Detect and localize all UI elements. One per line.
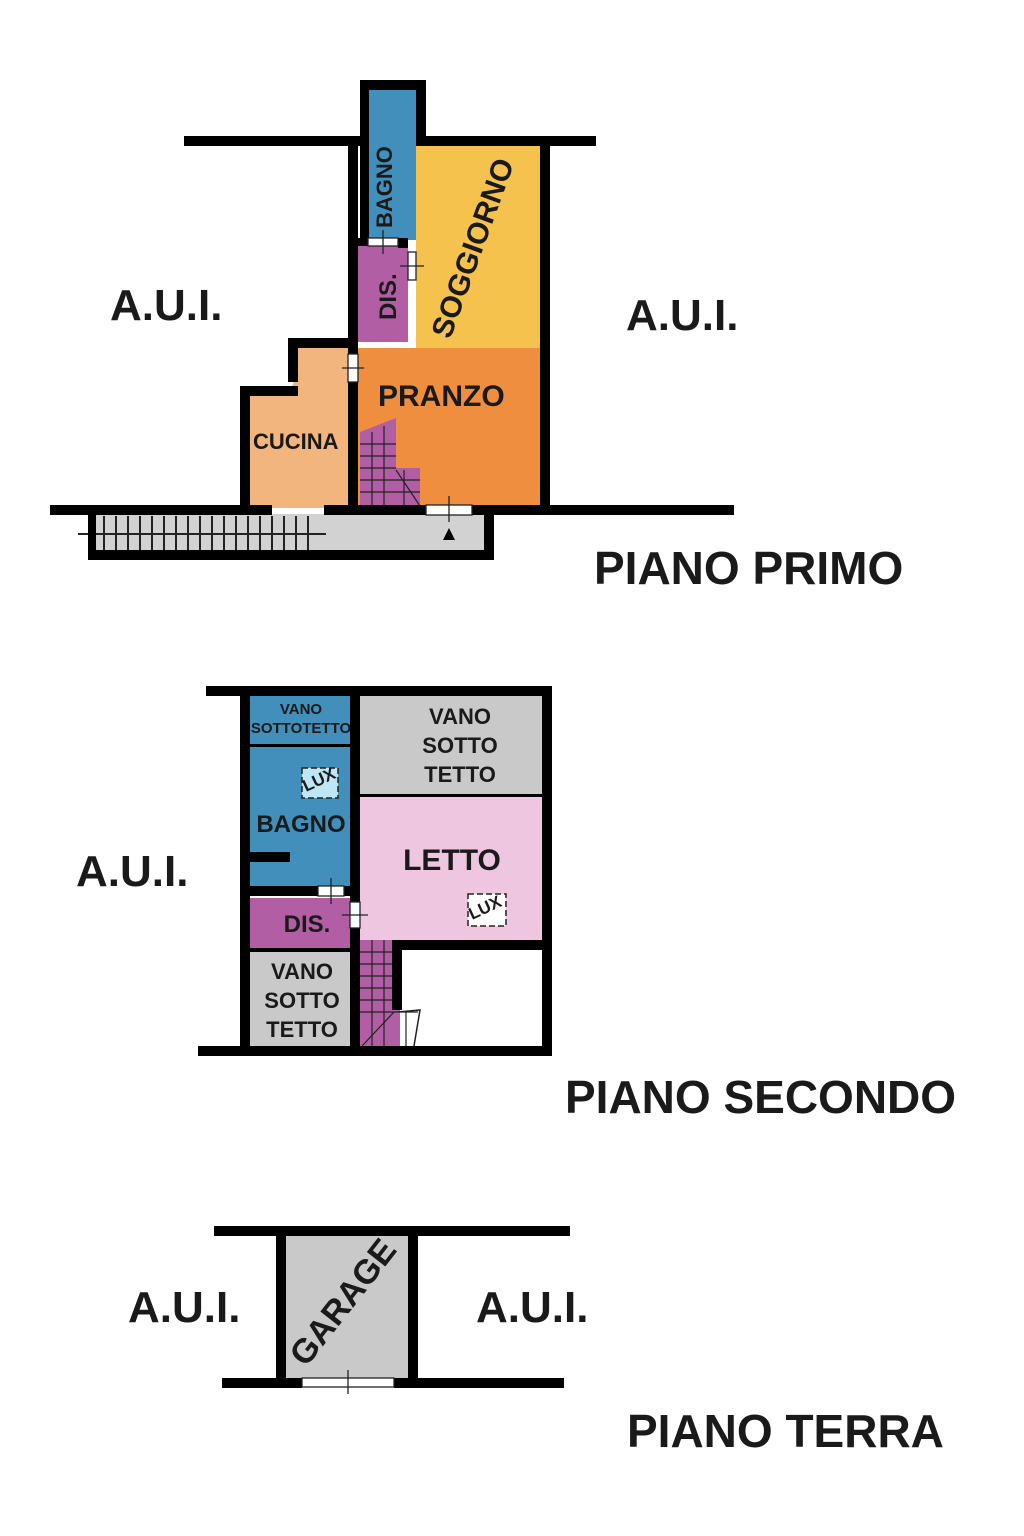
garage-room bbox=[286, 1234, 410, 1378]
piano-secondo-title: PIANO SECONDO bbox=[565, 1071, 956, 1123]
vano-bottom-label-2: SOTTO bbox=[264, 988, 339, 1013]
letto-room bbox=[360, 796, 542, 940]
vano-top-label-3: TETTO bbox=[424, 762, 496, 787]
bagno-label: BAGNO bbox=[372, 146, 397, 228]
vano-small-label-2: SOTTOTETTO bbox=[251, 720, 352, 737]
walls-terra bbox=[214, 1226, 570, 1388]
stair-treads-primo bbox=[360, 426, 421, 507]
aui-label-terra-right: A.U.I. bbox=[476, 1283, 588, 1332]
bagno-room bbox=[368, 88, 417, 240]
vano-bottom-label-3: TETTO bbox=[266, 1017, 338, 1042]
stair-secondo-edge bbox=[397, 1009, 421, 1047]
dis-secondo-label: DIS. bbox=[284, 911, 331, 938]
dis-secondo-room bbox=[250, 898, 352, 948]
letto-label: LETTO bbox=[403, 844, 501, 877]
aui-label-primo-left: A.U.I. bbox=[110, 281, 222, 330]
bagno-secondo-label: BAGNO bbox=[256, 811, 345, 838]
doors-secondo bbox=[317, 878, 368, 929]
pranzo-label: PRANZO bbox=[378, 380, 505, 413]
piano-primo-plan: A.U.I. A.U.I. BAGNO DIS. SOGGIORNO PRANZ… bbox=[50, 80, 903, 594]
aui-label-secondo-left: A.U.I. bbox=[76, 847, 188, 896]
piano-terra-title: PIANO TERRA bbox=[627, 1405, 944, 1457]
stair-treads-secondo bbox=[360, 940, 418, 1047]
walls-primo bbox=[50, 80, 734, 560]
doors-primo bbox=[342, 230, 473, 522]
vano-sottotetto-small-room bbox=[250, 694, 352, 744]
vano-sotto-tetto-bottom-room bbox=[250, 952, 352, 1046]
garage-door bbox=[301, 1370, 395, 1394]
vano-top-label-2: SOTTO bbox=[422, 733, 497, 758]
soggiorno-room bbox=[416, 140, 540, 348]
aui-label-terra-left: A.U.I. bbox=[128, 1283, 240, 1332]
vano-top-label-1: VANO bbox=[429, 704, 491, 729]
cucina-label: CUCINA bbox=[253, 429, 339, 454]
piano-secondo-plan: LUX LUX A.U.I. VANO SOTTOTETTO VANO SOTT… bbox=[76, 686, 956, 1123]
lux-letto-icon: LUX bbox=[466, 892, 507, 927]
dis-label: DIS. bbox=[375, 273, 402, 320]
dis-room bbox=[356, 246, 408, 342]
vano-bottom-label-1: VANO bbox=[271, 959, 333, 984]
vano-sotto-tetto-top-room bbox=[360, 694, 542, 796]
aui-label-primo-right: A.U.I. bbox=[626, 291, 738, 340]
piano-primo-title: PIANO PRIMO bbox=[594, 542, 903, 594]
vano-small-label-1: VANO bbox=[280, 701, 323, 718]
entry-arrow-icon bbox=[443, 528, 455, 540]
lux-bagno-icon: LUX bbox=[300, 764, 339, 799]
piano-terra-plan: A.U.I. A.U.I. GARAGE PIANO TERRA bbox=[128, 1226, 944, 1457]
cucina-room bbox=[248, 346, 350, 508]
walls-secondo bbox=[198, 686, 552, 1056]
ramp-steps bbox=[103, 516, 309, 550]
